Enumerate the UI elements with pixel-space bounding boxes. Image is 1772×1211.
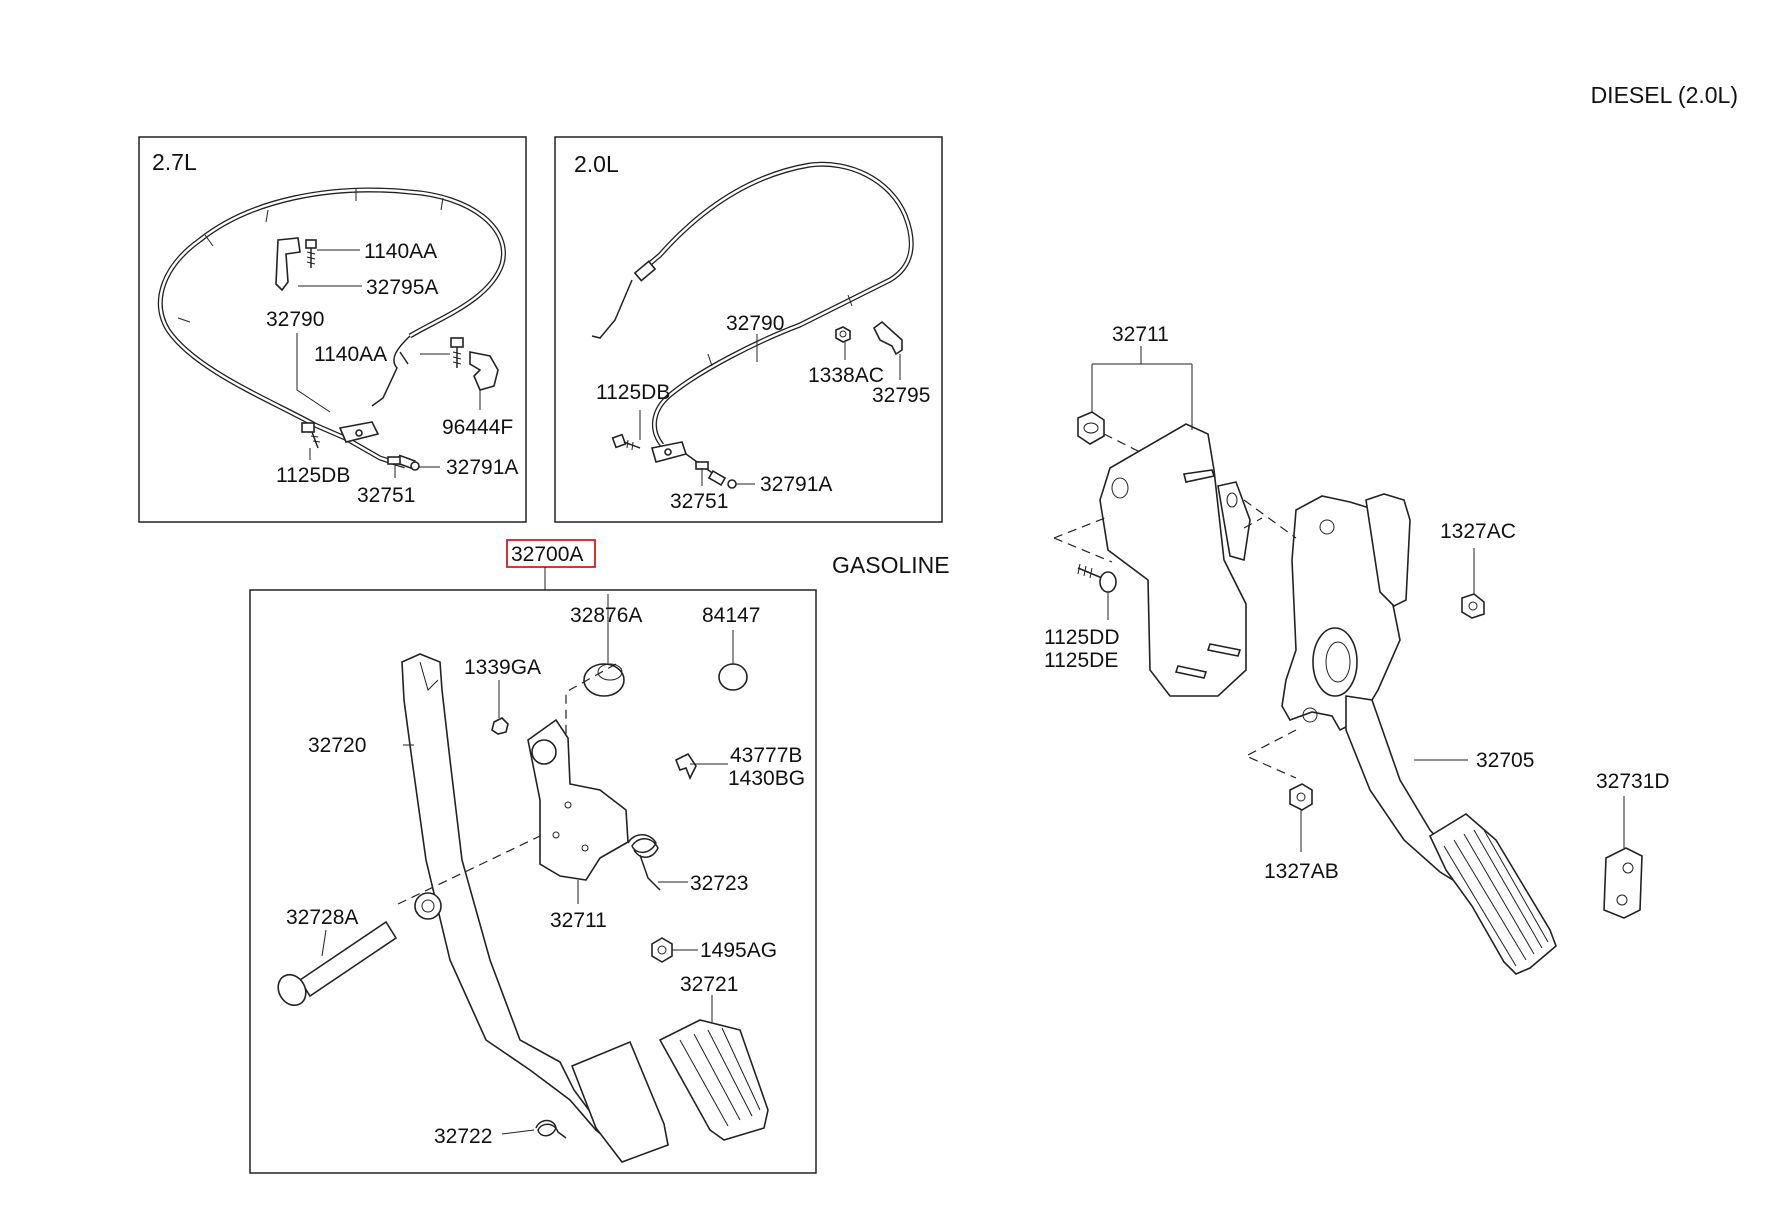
pivot-pin-32728a <box>277 920 398 1007</box>
label-1125de: 1125DE <box>1044 649 1118 672</box>
nut-1339ga <box>491 717 509 735</box>
label-32711-diesel: 32711 <box>1112 323 1169 346</box>
label-1338ac: 1338AC <box>808 364 884 387</box>
spring-32722 <box>535 1119 567 1139</box>
label-1140aa-top: 1140AA <box>364 240 437 263</box>
label-32721: 32721 <box>680 973 738 996</box>
label-1140aa-middle: 1140AA <box>314 343 387 366</box>
part-32751-2-0l <box>695 461 709 470</box>
label-32876a: 32876A <box>570 604 642 627</box>
label-1125dd: 1125DD <box>1044 626 1120 649</box>
nut-1327ac <box>1461 593 1485 619</box>
pedal-pad-arm <box>570 1040 669 1163</box>
gasoline-assembly-frame <box>249 589 817 1174</box>
label-1430bg: 1430BG <box>728 767 805 790</box>
label-32711-gasoline: 32711 <box>550 909 607 932</box>
box-2-0l: 2.0L <box>554 136 943 523</box>
bracket-32795a <box>275 237 301 292</box>
label-1495ag: 1495AG <box>700 939 777 962</box>
bolt-1125db-2-0l <box>611 433 641 451</box>
label-32751-2-7l: 32751 <box>357 484 415 507</box>
label-32720: 32720 <box>308 734 366 757</box>
label-1327ab: 1327AB <box>1264 860 1339 883</box>
bolt-1140aa-top <box>305 239 317 268</box>
label-1339ga: 1339GA <box>464 656 541 679</box>
bolt-1125db-2-7l <box>301 422 321 449</box>
label-96444f: 96444F <box>442 416 513 439</box>
pedal-module-32705 <box>1281 493 1557 975</box>
spring-32723 <box>627 834 661 891</box>
nut-32711-diesel <box>1077 411 1105 445</box>
box-2-7l: 2.7L <box>138 136 527 523</box>
callout-32700a-highlight <box>506 539 596 568</box>
label-32790-2-7l: 32790 <box>266 308 324 331</box>
gasoline-assembly: 32700A <box>249 539 817 1174</box>
label-32705: 32705 <box>1476 749 1534 772</box>
label-32795: 32795 <box>872 384 930 407</box>
label-32791a-2-0l: 32791A <box>760 473 832 496</box>
nut-1495ag <box>651 937 673 963</box>
label-32728a: 32728A <box>286 906 358 929</box>
bolt-1125dd <box>1077 563 1117 593</box>
label-1327ac: 1327AC <box>1440 520 1516 543</box>
box-2-0l-title: 2.0L <box>574 151 619 177</box>
label-43777b: 43777B <box>730 744 802 767</box>
label-32723: 32723 <box>690 872 748 895</box>
throttle-cable-2-7l <box>157 187 506 471</box>
label-1125db-2-0l: 1125DB <box>596 381 670 404</box>
bracket-32711-gasoline <box>527 718 629 881</box>
gasket-32731d <box>1603 847 1643 919</box>
nut-1338ac <box>835 326 851 343</box>
label-32751-2-0l: 32751 <box>670 490 728 513</box>
nut-1327ab <box>1289 783 1313 811</box>
label-32790-2-0l: 32790 <box>726 312 784 335</box>
plug-84147 <box>718 663 748 691</box>
box-2-7l-title: 2.7L <box>152 149 197 175</box>
label-32722: 32722 <box>434 1125 492 1148</box>
diesel-header: DIESEL (2.0L) <box>1591 82 1738 108</box>
bracket-32795 <box>872 320 903 356</box>
label-32700a: 32700A <box>511 543 583 566</box>
pedal-pad-32721 <box>658 1019 769 1141</box>
bracket-96444f <box>469 351 499 391</box>
label-32795a: 32795A <box>366 276 438 299</box>
label-84147: 84147 <box>702 604 760 627</box>
bolt-1140aa-middle <box>450 337 464 368</box>
stopper-32876a <box>583 663 625 697</box>
label-1125db-2-7l: 1125DB <box>276 464 350 487</box>
label-32731d: 32731D <box>1596 770 1670 793</box>
diesel-assembly: 32711 1327AC 1125DD 1125DE 32705 32731D … <box>1044 323 1670 975</box>
clip-43777b <box>674 752 697 780</box>
part-32751-2-7l <box>387 456 401 465</box>
label-32791a-2-7l: 32791A <box>446 456 518 479</box>
gasoline-header: GASOLINE <box>832 552 950 578</box>
callout-32700a: 32700A <box>506 539 596 590</box>
bracket-32711-diesel <box>1099 423 1251 697</box>
